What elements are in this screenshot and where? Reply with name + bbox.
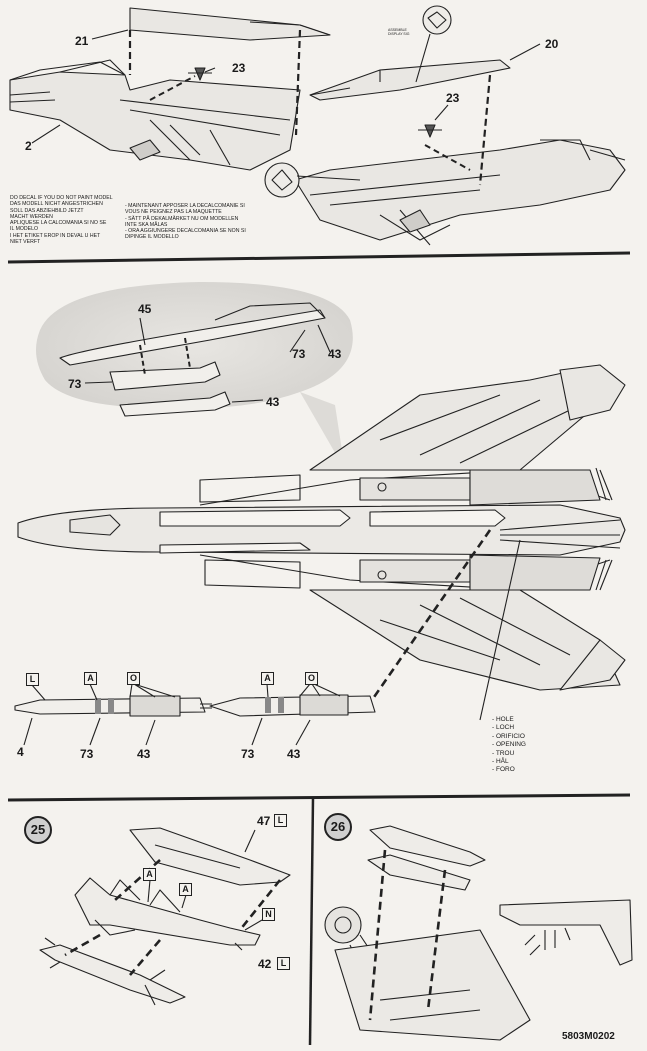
hole-term: LOCH (492, 724, 526, 732)
part-number-23-left: 23 (232, 61, 246, 75)
part-number-20: 20 (545, 37, 559, 51)
decal-box-A-step25-1: A (143, 868, 156, 881)
decal-instructions-right: - MAINTENANT APPOSER LA DECALCOMANIE SI … (125, 203, 246, 241)
hole-term-list: HOLE LOCH ORIFICIO OPENING TROU HÅL FORO (492, 716, 526, 775)
part-number-73-strip-left: 73 (80, 747, 94, 761)
hole-term: FORO (492, 766, 526, 774)
decal-box-L-47: L (274, 814, 287, 827)
hole-term: HÅL (492, 758, 526, 766)
missile-rack-strip-drawing (14, 694, 376, 717)
part-number-45: 45 (138, 302, 152, 316)
part-number-43-bubble-right: 43 (266, 395, 280, 409)
part-number-73-bubble-left: 73 (68, 377, 82, 391)
part-number-43-strip-left: 43 (137, 747, 151, 761)
decal-box-A-step25-2: A (179, 883, 192, 896)
part-number-2: 2 (25, 139, 32, 153)
decal-box-O-2: O (305, 672, 318, 685)
decal-box-O-1: O (127, 672, 140, 685)
part-number-43-strip-right: 43 (287, 747, 301, 761)
decal-box-A-1: A (84, 672, 97, 685)
step25-drawing (39, 827, 291, 1006)
hole-term: HOLE (492, 716, 526, 724)
hole-term: OPENING (492, 741, 526, 749)
inset-caption-text: ASSEMBLE DISPLAY SIG (388, 28, 410, 36)
decal-box-L: L (26, 673, 39, 686)
part-number-73-bubble-top: 73 (292, 347, 306, 361)
part-number-47: 47 (257, 814, 271, 828)
decal-instructions-left: DO DECAL IF YOU DO NOT PAINT MODEL DAS M… (10, 195, 113, 246)
part-number-4: 4 (17, 745, 24, 759)
sheet-code: 5803M0202 (562, 1031, 615, 1042)
step-number-25: 25 (24, 816, 52, 844)
hole-term: TROU (492, 750, 526, 758)
part-number-23-right: 23 (446, 91, 460, 105)
step-number-26: 26 (324, 813, 352, 841)
aircraft-underside-drawing (17, 364, 626, 691)
decal-box-N: N (262, 908, 275, 921)
missile-detail-bubble (36, 282, 353, 470)
part-number-21: 21 (75, 34, 89, 48)
part-number-73-strip-right: 73 (241, 747, 255, 761)
part-number-42: 42 (258, 957, 272, 971)
hole-term: ORIFICIO (492, 733, 526, 741)
top-right-fuselage-drawing (294, 59, 626, 246)
top-left-fuselage-drawing (9, 7, 331, 171)
decal-box-L-42: L (277, 957, 290, 970)
step26-drawing (324, 825, 633, 1041)
part-number-43-bubble-top: 43 (328, 347, 342, 361)
decal-box-A-2: A (261, 672, 274, 685)
